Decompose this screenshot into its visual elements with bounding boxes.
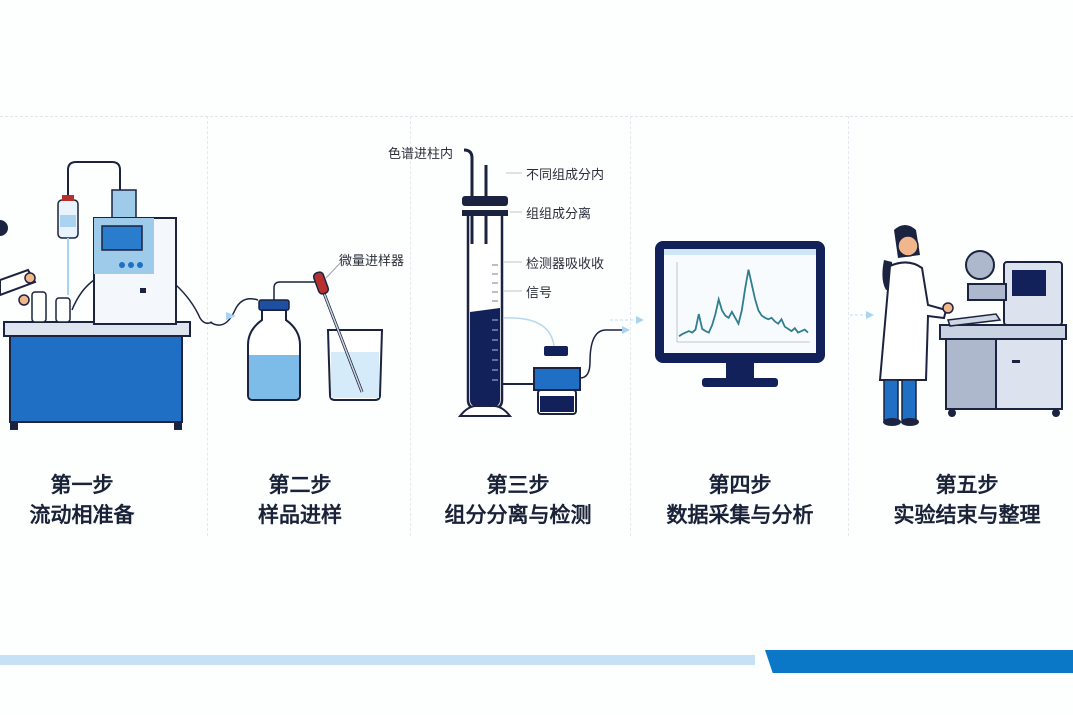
monitor-screen — [664, 249, 816, 353]
callout-components-separate: 组组成分离 — [526, 207, 592, 222]
step-1-subtitle: 流动相准备 — [29, 503, 135, 527]
step-3-caption: 第三步 组分分离与检测 — [418, 470, 618, 530]
callout-column-inlet: 色谱进柱内 — [388, 147, 454, 162]
scientist-icon — [878, 225, 954, 426]
callout-micro-injector: 微量进样器 — [339, 254, 405, 269]
step-5-caption: 第五步 实验结束与整理 — [867, 470, 1067, 530]
step-2-title: 第二步 — [268, 473, 332, 497]
step-4-subtitle: 数据采集与分析 — [666, 503, 814, 527]
callout-detector-absorb: 检测器吸收收 — [526, 257, 605, 272]
step-5-subtitle: 实验结束与整理 — [893, 503, 1041, 527]
step-2-caption: 第二步 样品进样 — [200, 470, 400, 530]
step-1-caption: 第一步 流动相准备 — [0, 470, 182, 530]
callout-components-in: 不同组成分内 — [526, 168, 605, 183]
step2-illustration — [209, 259, 384, 401]
step-1-title: 第一步 — [50, 473, 114, 497]
lab-instrument-cart — [939, 250, 1067, 417]
footer-bar-light — [0, 655, 755, 665]
panel-divider — [630, 116, 631, 536]
step5-illustration — [878, 225, 1067, 426]
detector-icon — [533, 346, 581, 415]
step-4-title: 第四步 — [708, 473, 772, 497]
step-4-caption: 第四步 数据采集与分析 — [640, 470, 840, 530]
step-5-title: 第五步 — [935, 473, 999, 497]
callout-signal: 信号 — [526, 286, 553, 301]
step3-illustration — [457, 148, 630, 417]
monitor-signal-trace — [678, 269, 809, 338]
solvent-bottle — [31, 291, 47, 323]
footer-bar-accent — [765, 650, 1073, 673]
flow-arrow — [850, 311, 874, 319]
step-3-title: 第三步 — [486, 473, 550, 497]
panel-divider — [848, 116, 849, 536]
panel-frame-top — [0, 116, 1073, 117]
step-3-subtitle: 组分分离与检测 — [444, 503, 592, 527]
scientist-icon — [0, 220, 37, 306]
step1-illustration — [0, 161, 213, 430]
step4-illustration — [610, 241, 825, 387]
monitor-stand — [702, 378, 778, 387]
step-2-subtitle: 样品进样 — [258, 503, 342, 527]
lab-bench-body — [9, 335, 183, 423]
panel-divider — [410, 116, 411, 536]
panel-divider — [207, 116, 208, 536]
